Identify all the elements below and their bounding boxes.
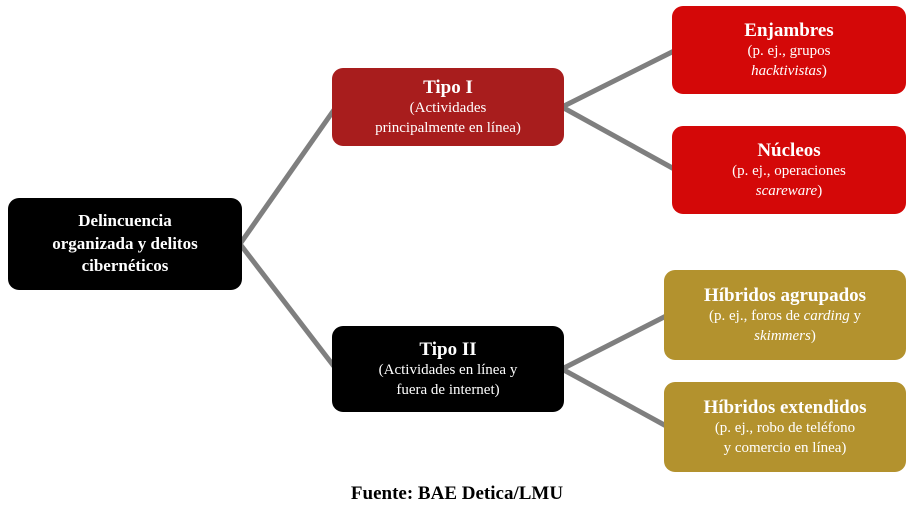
tipo2-node: Tipo II (Actividades en línea y fuera de…	[332, 326, 564, 412]
root-node-line-2: organizada y delitos	[52, 233, 198, 253]
connector-root-to-tipo1	[237, 105, 339, 246]
root-node-line-1: Delincuencia	[78, 210, 172, 230]
enjambres-subtitle-line-1: (p. ej., grupos	[747, 43, 831, 60]
hibridos-agrupados-title: Híbridos agrupados	[703, 284, 867, 306]
nucleos-subtitle-suffix: )	[817, 182, 823, 199]
hibridos-agrupados-italic-term-1: carding	[803, 308, 850, 325]
tipo1-subtitle-line-2: principalmente en línea)	[375, 119, 521, 136]
hibridos-agrupados-mid: y	[849, 308, 861, 325]
enjambres-subtitle-suffix: )	[821, 62, 827, 79]
connector-tipo1-to-nucleos	[560, 104, 678, 173]
nucleos-italic-term: scareware	[755, 182, 818, 199]
tipo1-subtitle: (Actividades principalmente en línea)	[342, 99, 554, 138]
hibridos-extendidos-subtitle-line-1: (p. ej., robo de teléfono	[714, 420, 856, 437]
enjambres-subtitle-line-2: hacktivistas)	[682, 62, 896, 82]
enjambres-italic-term: hacktivistas	[751, 62, 822, 79]
enjambres-node: Enjambres (p. ej., grupos hacktivistas)	[672, 6, 906, 94]
tipo2-subtitle-line-2: fuera de internet)	[396, 381, 500, 398]
connector-tipo2-to-hibridos-extendidos	[560, 366, 670, 430]
hibridos-extendidos-subtitle: (p. ej., robo de teléfono y comercio en …	[674, 419, 896, 458]
nucleos-subtitle-line-2: scareware)	[682, 182, 896, 202]
hibridos-agrupados-subtitle-line-2: skimmers)	[674, 327, 896, 347]
tipo2-subtitle-line-1: (Actividades en línea y	[378, 362, 518, 379]
tipo2-subtitle: (Actividades en línea y fuera de interne…	[342, 361, 554, 400]
hibridos-agrupados-suffix: )	[810, 327, 816, 344]
hibridos-extendidos-title: Híbridos extendidos	[703, 396, 867, 418]
nucleos-node: Núcleos (p. ej., operaciones scareware)	[672, 126, 906, 214]
enjambres-title: Enjambres	[744, 19, 834, 41]
hibridos-agrupados-subtitle-line-1: (p. ej., foros de carding y	[674, 307, 896, 327]
root-node: Delincuencia organizada y delitos cibern…	[8, 198, 242, 290]
hibridos-extendidos-subtitle-line-2: y comercio en línea)	[723, 439, 847, 456]
tipo1-title: Tipo I	[423, 76, 473, 98]
connector-tipo1-to-enjambres	[560, 47, 678, 110]
tipo2-title: Tipo II	[419, 338, 477, 360]
tipo1-subtitle-line-1: (Actividades	[409, 100, 487, 117]
tipo1-node: Tipo I (Actividades principalmente en lí…	[332, 68, 564, 146]
nucleos-subtitle-line-1: (p. ej., operaciones	[732, 163, 846, 180]
hibridos-extendidos-node: Híbridos extendidos (p. ej., robo de tel…	[664, 382, 906, 472]
nucleos-subtitle: (p. ej., operaciones scareware)	[682, 162, 896, 201]
nucleos-title: Núcleos	[757, 139, 821, 161]
root-node-line-3: cibernéticos	[81, 256, 169, 276]
hibridos-agrupados-italic-term-2: skimmers	[754, 327, 811, 344]
hibridos-agrupados-subtitle: (p. ej., foros de carding y skimmers)	[674, 307, 896, 346]
connector-tipo2-to-hibridos-agrupados	[560, 312, 670, 372]
connector-root-to-tipo2	[238, 242, 338, 371]
source-caption: Fuente: BAE Detica/LMU	[350, 483, 564, 504]
hibridos-agrupados-node: Híbridos agrupados (p. ej., foros de car…	[664, 270, 906, 360]
hibridos-agrupados-prefix: (p. ej., foros de	[709, 308, 804, 325]
enjambres-subtitle: (p. ej., grupos hacktivistas)	[682, 42, 896, 81]
